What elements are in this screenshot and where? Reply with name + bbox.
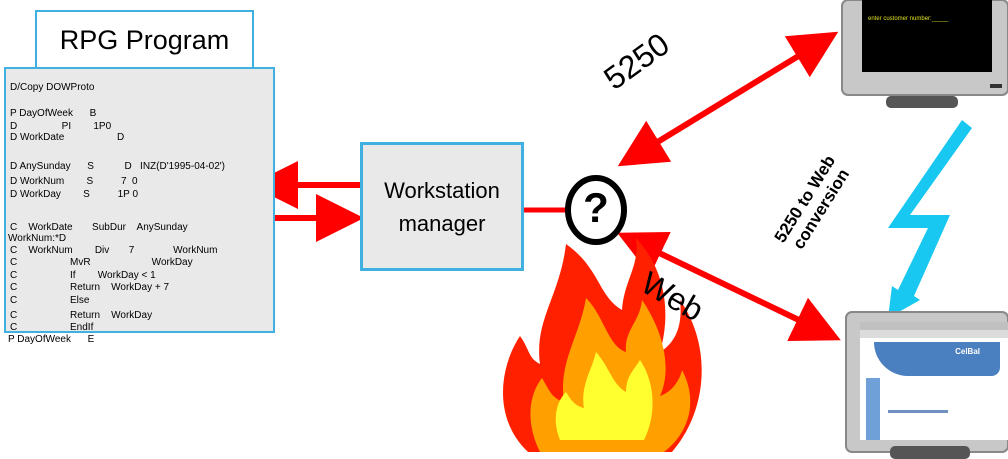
workstation-manager-line1: Workstation [384,177,500,203]
code-line: C If WorkDay < 1 [10,270,156,281]
arrow-router-browser [617,231,841,342]
code-line: WorkNum:*D [8,233,67,244]
code-line: C WorkDate SubDur AnySunday [10,222,188,233]
arrow-router-terminal [617,31,839,167]
rpg-code-panel: D/Copy DOWProto P DayOfWeek B D PI 1P0 D… [4,67,275,333]
terminal-monitor [841,0,1008,108]
workstation-manager-line2: manager [398,210,486,236]
code-line: C WorkNum Div 7 WorkNum [10,245,218,256]
code-line: C Return WorkDay [10,310,153,321]
browser-heading: CelBal [874,342,1000,376]
code-line: C MvR WorkDay [10,257,193,268]
browser-heading-text: CelBal [955,347,980,356]
code-line: C Return WorkDay + 7 [10,282,170,293]
fire-icon [503,238,702,452]
router-question-mark: ? [583,184,609,231]
code-line: C EndIf [10,322,94,333]
code-line: D AnySunday S D INZ(D'1995-04-02') [10,161,226,172]
browser-monitor [845,311,1008,459]
code-line: P DayOfWeek E [8,334,95,345]
rpg-program-title: RPG Program [35,10,254,70]
terminal-prompt: enter customer number:_____ [868,16,949,22]
code-line: D WorkDay S 1P 0 [10,189,139,200]
code-line: P DayOfWeek B [10,108,97,119]
code-line: D/Copy DOWProto [10,82,95,93]
code-line: D WorkDate D [10,132,125,143]
workstation-manager-box: Workstation manager [360,142,524,271]
code-line: D WorkNum S 7 0 [10,176,138,187]
lightning-icon [888,120,972,318]
code-line: C Else [10,295,90,306]
code-line: D PI 1P0 [10,121,112,132]
router-question-icon [565,175,627,245]
